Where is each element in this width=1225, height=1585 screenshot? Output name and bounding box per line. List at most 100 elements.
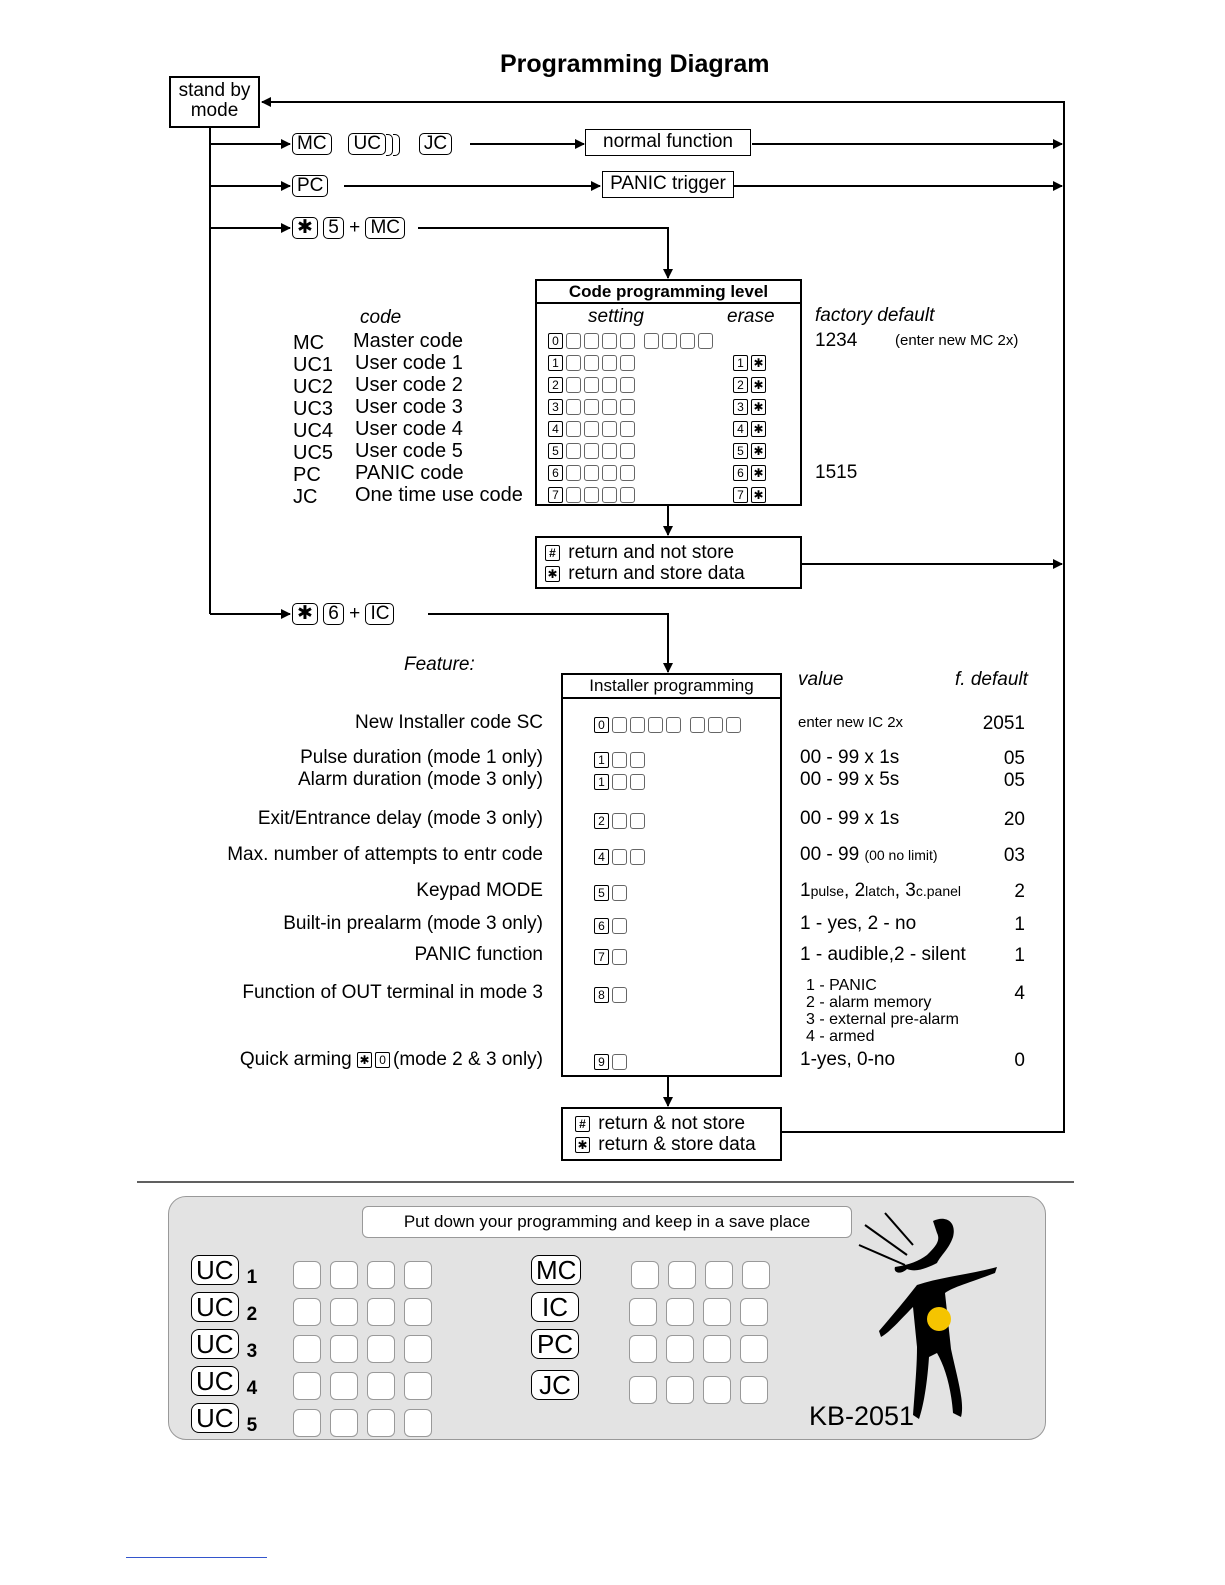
diagram-title: Programming Diagram [500, 50, 770, 79]
card-note: Put down your programming and keep in a … [362, 1206, 852, 1238]
digit-key: 4 [733, 421, 748, 437]
card-cell[interactable] [666, 1298, 694, 1326]
card-key: IC [531, 1292, 579, 1322]
card-cell[interactable] [293, 1298, 321, 1326]
card-cell[interactable] [330, 1261, 358, 1289]
code-return-box: # return and not store ✱ return and stor… [535, 536, 802, 589]
return-store-data: return & store data [598, 1134, 755, 1155]
card-key: MC [531, 1255, 581, 1285]
card-cell[interactable] [404, 1298, 432, 1326]
card-cell[interactable] [666, 1376, 694, 1404]
card-cell[interactable] [367, 1298, 395, 1326]
digit-cell [602, 443, 617, 459]
digit-key: 1 [548, 355, 563, 371]
code-programming-header: Code programming level [537, 281, 800, 304]
card-cell[interactable] [740, 1376, 768, 1404]
key-mc: MC [292, 133, 332, 155]
code-erase-keys: 7✱ [733, 486, 769, 504]
feature-name: Alarm duration (mode 3 only) [298, 769, 543, 791]
card-cell[interactable] [629, 1335, 657, 1363]
return-store-data: return and store data [568, 563, 744, 584]
card-cell[interactable] [404, 1409, 432, 1437]
card-cell[interactable] [330, 1372, 358, 1400]
installer-default: 20 [1004, 809, 1025, 831]
digit-key: 5 [548, 443, 563, 459]
star-key: ✱ [751, 465, 766, 481]
card-cell[interactable] [330, 1335, 358, 1363]
star-key: ✱ [751, 487, 766, 503]
card-cell[interactable] [703, 1298, 731, 1326]
card-cell[interactable] [367, 1335, 395, 1363]
value-note: (00 no limit) [864, 847, 937, 863]
return-not-store: return and not store [568, 542, 734, 563]
normal-function-box: normal function [585, 129, 751, 156]
card-cell[interactable] [629, 1298, 657, 1326]
code-setting-cells: 2 [548, 376, 638, 394]
card-cell[interactable] [666, 1335, 694, 1363]
card-cell[interactable] [742, 1261, 770, 1289]
feature-name: Function of OUT terminal in mode 3 [242, 982, 543, 1004]
key-mc: MC [365, 217, 405, 239]
digit-cell [602, 377, 617, 393]
code-setting-cells: 4 [548, 420, 638, 438]
star-key: ✱ [575, 1137, 590, 1153]
hash-key: # [545, 545, 560, 561]
value-part: pulse [811, 883, 844, 899]
card-cell[interactable] [404, 1335, 432, 1363]
card-key: UC [191, 1329, 239, 1359]
star-key: ✱ [751, 443, 766, 459]
card-row: IC [531, 1292, 777, 1326]
feature-name: Quick arming ✱0(mode 2 & 3 only) [240, 1049, 543, 1071]
card-cell[interactable] [740, 1335, 768, 1363]
digit-cell [612, 717, 627, 733]
col-f-default-label: f. default [955, 669, 1028, 691]
code-erase-keys: 2✱ [733, 376, 769, 394]
card-cell[interactable] [330, 1298, 358, 1326]
code-erase-keys: 4✱ [733, 420, 769, 438]
card-cell[interactable] [293, 1261, 321, 1289]
card-cell[interactable] [367, 1372, 395, 1400]
digit-cell [566, 465, 581, 481]
card-key: UC [191, 1403, 239, 1433]
code-abbr: JC [293, 486, 317, 509]
feature-label: Feature: [404, 654, 475, 676]
card-cell[interactable] [703, 1335, 731, 1363]
card-cell[interactable] [330, 1409, 358, 1437]
card-cell[interactable] [705, 1261, 733, 1289]
card-cell[interactable] [367, 1409, 395, 1437]
digit-cell [630, 752, 645, 768]
card-key-num: 5 [239, 1415, 293, 1437]
installer-setting-cells: 8 [594, 986, 630, 1004]
row4-keys: ✱ 6 + IC [292, 603, 394, 625]
return-not-store: return & not store [598, 1113, 745, 1134]
digit-cell [566, 377, 581, 393]
card-cell[interactable] [367, 1261, 395, 1289]
card-cell[interactable] [404, 1261, 432, 1289]
installer-value-line: 4 - armed [806, 1028, 874, 1046]
value-text: 00 - 99 x 1s [800, 808, 899, 829]
digit-cell [630, 813, 645, 829]
card-cell[interactable] [703, 1376, 731, 1404]
card-cell[interactable] [629, 1376, 657, 1404]
feature-pre: Quick arming [240, 1049, 352, 1070]
installer-value: 00 - 99 x 1s [800, 747, 899, 769]
code-setting-cells: 1 [548, 354, 638, 372]
card-cell[interactable] [293, 1372, 321, 1400]
digit-cell [584, 465, 599, 481]
digit-key: 7 [548, 487, 563, 503]
digit-cell [566, 487, 581, 503]
digit-cell [584, 377, 599, 393]
card-cell[interactable] [293, 1335, 321, 1363]
card-cell[interactable] [293, 1409, 321, 1437]
card-row: UC3 [191, 1329, 441, 1363]
digit-key: 0 [594, 717, 609, 733]
card-cell[interactable] [740, 1298, 768, 1326]
card-cell[interactable] [404, 1372, 432, 1400]
row2-keys: PC [292, 175, 328, 197]
digit-key: 1 [594, 774, 609, 790]
card-cell[interactable] [668, 1261, 696, 1289]
digit-cell [666, 717, 681, 733]
card-cell[interactable] [631, 1261, 659, 1289]
installer-setting-cells: 4 [594, 848, 648, 866]
